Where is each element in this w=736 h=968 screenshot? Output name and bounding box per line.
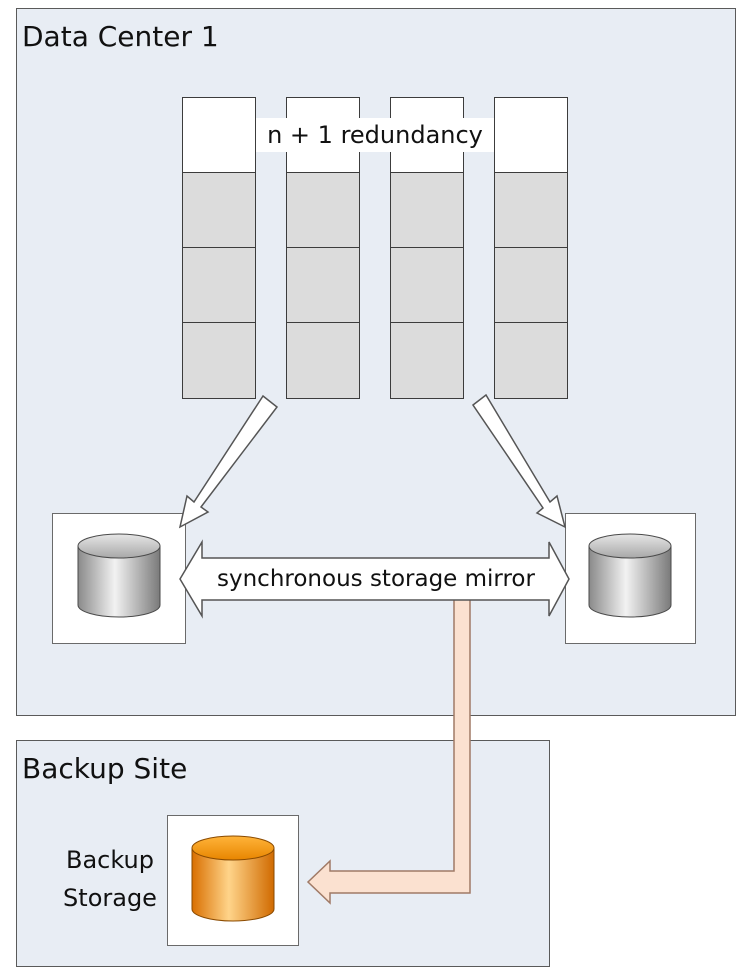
rack-slot — [182, 322, 256, 399]
rack-slot — [390, 247, 464, 323]
backup-link-arrow — [306, 596, 471, 905]
backup-database-icon — [191, 835, 275, 922]
rack-slot — [286, 172, 360, 248]
datacenter-title: Data Center 1 — [22, 20, 219, 53]
server-rack-3 — [390, 97, 464, 399]
rack-to-storage-arrow-right — [471, 393, 567, 529]
server-rack-1 — [182, 97, 256, 399]
backup-storage-label-line2: Storage — [63, 884, 157, 912]
backup-site-title: Backup Site — [22, 752, 188, 785]
mirror-label: synchronous storage mirror — [217, 566, 535, 592]
backup-storage-label-line1: Backup — [66, 846, 154, 874]
rack-slot — [494, 322, 568, 399]
rack-slot — [182, 97, 256, 173]
rack-to-storage-arrow-left — [178, 394, 279, 529]
rack-slot — [494, 172, 568, 248]
redundancy-label: n + 1 redundancy — [267, 121, 483, 149]
server-rack-4 — [494, 97, 568, 399]
rack-slot — [182, 247, 256, 323]
database-icon — [588, 533, 672, 618]
mirror-double-arrow — [179, 539, 570, 619]
rack-slot — [494, 97, 568, 173]
redundancy-label-band — [256, 118, 494, 152]
rack-slot — [286, 322, 360, 399]
database-icon — [77, 533, 161, 618]
rack-slot — [390, 322, 464, 399]
